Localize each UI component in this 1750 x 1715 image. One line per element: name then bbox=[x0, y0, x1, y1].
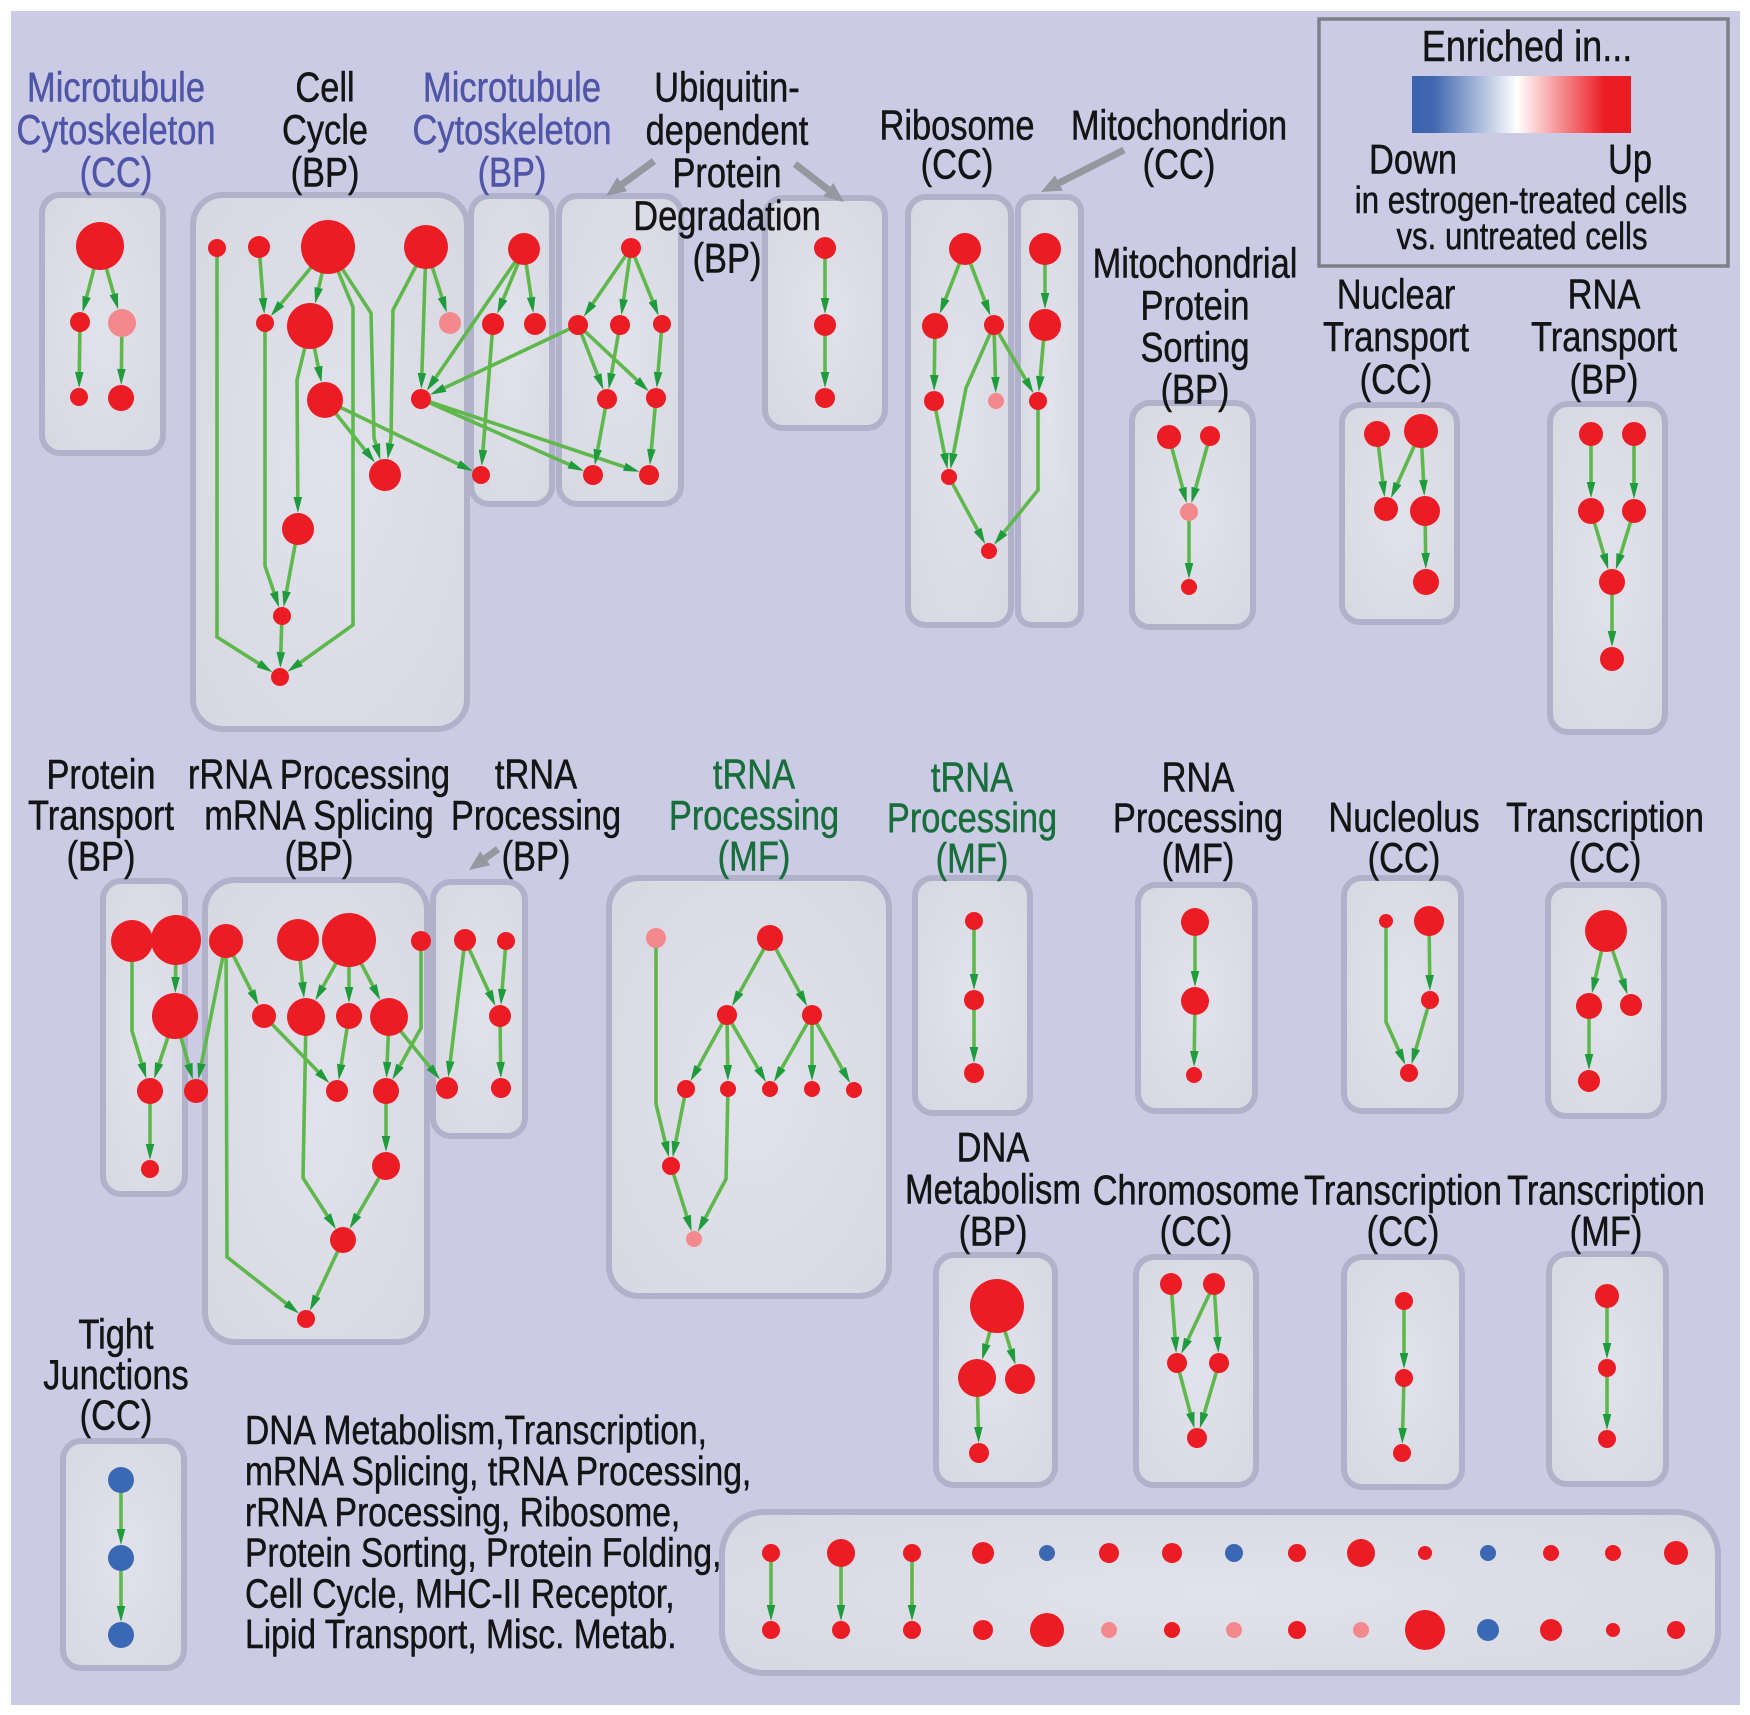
svg-text:Processing: Processing bbox=[669, 792, 839, 839]
svg-text:Transcription: Transcription bbox=[1507, 1167, 1705, 1214]
svg-text:(CC): (CC) bbox=[1143, 141, 1216, 188]
svg-text:Transcription: Transcription bbox=[1506, 794, 1704, 841]
svg-text:rRNA Processing, Ribosome,: rRNA Processing, Ribosome, bbox=[245, 1489, 680, 1535]
svg-text:Chromosome: Chromosome bbox=[1093, 1167, 1300, 1214]
svg-text:(CC): (CC) bbox=[921, 141, 994, 188]
svg-text:(MF): (MF) bbox=[1162, 835, 1235, 882]
svg-text:Transport: Transport bbox=[28, 792, 174, 839]
svg-text:Transport: Transport bbox=[1531, 314, 1677, 361]
svg-text:Junctions: Junctions bbox=[43, 1352, 188, 1399]
svg-text:(BP): (BP) bbox=[478, 149, 547, 196]
svg-text:vs. untreated cells: vs. untreated cells bbox=[1396, 216, 1647, 258]
svg-text:Metabolism: Metabolism bbox=[905, 1166, 1081, 1213]
svg-text:Tight: Tight bbox=[78, 1311, 154, 1358]
svg-text:Lipid Transport, Misc. Metab.: Lipid Transport, Misc. Metab. bbox=[245, 1611, 677, 1657]
svg-text:mRNA Splicing, tRNA Processin: mRNA Splicing, tRNA Processing, bbox=[245, 1448, 751, 1494]
svg-text:Cycle: Cycle bbox=[282, 107, 368, 154]
svg-text:(BP): (BP) bbox=[502, 833, 571, 880]
svg-text:Sorting: Sorting bbox=[1140, 324, 1249, 371]
svg-text:(CC): (CC) bbox=[1160, 1208, 1233, 1255]
svg-text:(CC): (CC) bbox=[80, 1392, 153, 1439]
svg-text:Down: Down bbox=[1369, 136, 1457, 183]
svg-text:Cytoskeleton: Cytoskeleton bbox=[16, 107, 215, 154]
svg-text:Protein: Protein bbox=[1140, 282, 1249, 329]
svg-text:rRNA Processing: rRNA Processing bbox=[188, 751, 450, 798]
svg-text:Protein: Protein bbox=[672, 150, 781, 197]
svg-text:(BP): (BP) bbox=[285, 833, 354, 880]
svg-text:Mitochondrion: Mitochondrion bbox=[1071, 102, 1287, 149]
svg-text:(MF): (MF) bbox=[718, 833, 791, 880]
svg-text:(BP): (BP) bbox=[693, 235, 762, 282]
svg-text:(CC): (CC) bbox=[80, 149, 153, 196]
svg-text:Up: Up bbox=[1608, 136, 1652, 183]
svg-text:DNA Metabolism,Transcription,: DNA Metabolism,Transcription, bbox=[245, 1407, 707, 1453]
svg-text:(BP): (BP) bbox=[291, 149, 360, 196]
svg-text:Nucleolus: Nucleolus bbox=[1328, 794, 1479, 841]
svg-text:Ribosome: Ribosome bbox=[880, 102, 1035, 149]
svg-text:tRNA: tRNA bbox=[931, 754, 1014, 801]
svg-text:(BP): (BP) bbox=[959, 1208, 1028, 1255]
svg-text:in estrogen-treated cells: in estrogen-treated cells bbox=[1355, 180, 1687, 222]
svg-text:RNA: RNA bbox=[1568, 271, 1641, 318]
svg-text:(MF): (MF) bbox=[936, 835, 1009, 882]
svg-text:DNA: DNA bbox=[957, 1124, 1030, 1171]
svg-text:Cytoskeleton: Cytoskeleton bbox=[412, 107, 611, 154]
svg-text:dependent: dependent bbox=[646, 107, 809, 154]
svg-text:Protein Sorting, Protein Fold: Protein Sorting, Protein Folding, bbox=[245, 1529, 721, 1575]
svg-text:Cell Cycle, MHC-II Receptor,: Cell Cycle, MHC-II Receptor, bbox=[245, 1570, 675, 1616]
svg-text:Mitochondrial: Mitochondrial bbox=[1093, 240, 1298, 287]
svg-text:(BP): (BP) bbox=[67, 833, 136, 880]
svg-text:Transport: Transport bbox=[1323, 314, 1469, 361]
svg-text:mRNA Splicing: mRNA Splicing bbox=[204, 792, 434, 839]
svg-text:Degradation: Degradation bbox=[633, 193, 821, 240]
svg-text:Protein: Protein bbox=[46, 751, 155, 798]
svg-text:Enriched in...: Enriched in... bbox=[1422, 21, 1632, 70]
svg-text:(BP): (BP) bbox=[1570, 356, 1639, 403]
svg-text:Cell: Cell bbox=[295, 64, 354, 111]
svg-text:Nuclear: Nuclear bbox=[1337, 271, 1456, 318]
svg-text:RNA: RNA bbox=[1162, 754, 1235, 801]
svg-text:Processing: Processing bbox=[887, 795, 1057, 842]
svg-text:(CC): (CC) bbox=[1569, 835, 1642, 882]
svg-text:tRNA: tRNA bbox=[495, 751, 578, 798]
svg-text:Processing: Processing bbox=[1113, 795, 1283, 842]
svg-text:Processing: Processing bbox=[451, 792, 621, 839]
svg-text:(CC): (CC) bbox=[1367, 1208, 1440, 1255]
svg-text:(MF): (MF) bbox=[1570, 1208, 1643, 1255]
svg-text:Microtubule: Microtubule bbox=[423, 64, 601, 111]
svg-text:Transcription: Transcription bbox=[1304, 1167, 1502, 1214]
svg-text:(CC): (CC) bbox=[1360, 356, 1433, 403]
svg-text:Microtubule: Microtubule bbox=[27, 64, 205, 111]
svg-text:Ubiquitin-: Ubiquitin- bbox=[654, 64, 799, 111]
svg-text:tRNA: tRNA bbox=[713, 751, 796, 798]
svg-text:(CC): (CC) bbox=[1368, 835, 1441, 882]
svg-text:(BP): (BP) bbox=[1161, 366, 1230, 413]
